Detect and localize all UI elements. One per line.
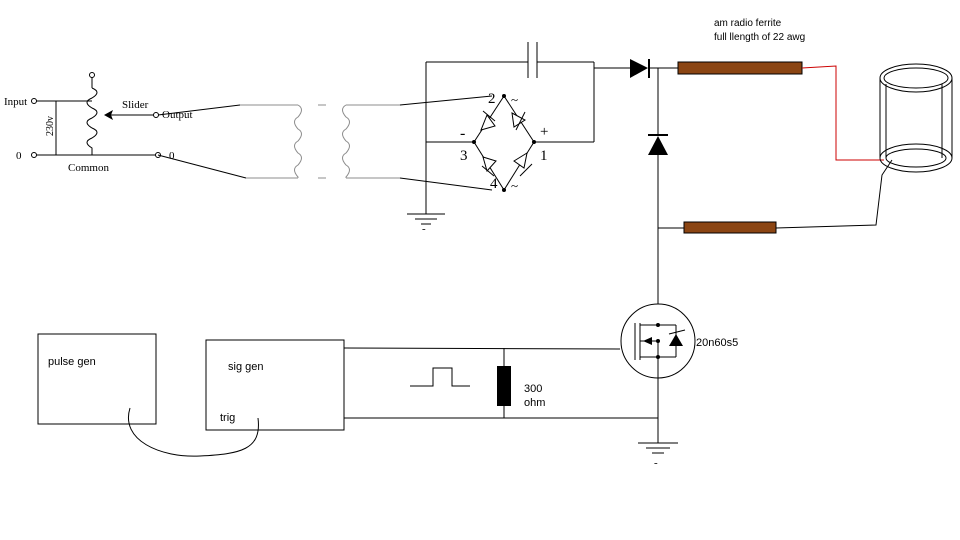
output-label: Output bbox=[162, 109, 193, 121]
ferrite-label-line2: full llength of 22 awg bbox=[714, 32, 805, 43]
output-terminal bbox=[153, 112, 159, 118]
trig-label: trig bbox=[220, 412, 235, 424]
ferrite-rod-top bbox=[677, 61, 803, 75]
primary-winding bbox=[294, 104, 302, 178]
signal-generator: sig gen trig bbox=[205, 339, 345, 431]
dc-wiring: - bbox=[407, 42, 684, 323]
trigger-cable bbox=[127, 407, 259, 457]
voltage-label: 230v bbox=[45, 116, 56, 136]
secondary-winding bbox=[342, 104, 350, 178]
plus-mark: + bbox=[540, 124, 548, 140]
gate-resistor bbox=[497, 366, 511, 406]
ferrite-rod-bottom bbox=[683, 221, 777, 234]
zero-label: 0 bbox=[16, 150, 22, 162]
freewheel-diode bbox=[648, 134, 668, 155]
pin-1-label: 1 bbox=[540, 148, 548, 164]
resistor-value-line2: ohm bbox=[524, 397, 545, 409]
pin-4-label: 4 bbox=[490, 176, 498, 192]
sig-gen-label: sig gen bbox=[228, 361, 263, 373]
mosfet-part-label: 20n60s5 bbox=[696, 337, 738, 349]
ac-bottom-mark: ~ bbox=[511, 178, 518, 193]
bridge-ground-mark: - bbox=[422, 223, 426, 235]
input-terminal bbox=[31, 98, 37, 104]
ferrite-label-line1: am radio ferrite bbox=[714, 18, 782, 29]
variac: Input 0 230v Common Slider Output 0 bbox=[4, 72, 193, 174]
gate-drive: 300 ohm bbox=[343, 347, 658, 419]
isolation-transformer bbox=[157, 95, 493, 191]
zero-terminal bbox=[31, 152, 37, 158]
series-diode bbox=[630, 59, 650, 78]
pin-2-label: 2 bbox=[488, 91, 496, 107]
bridge-diode-2 bbox=[511, 111, 526, 131]
mosfet: 20n60s5 - bbox=[620, 303, 738, 469]
slider-label: Slider bbox=[122, 99, 149, 111]
output-zero-label: 0 bbox=[169, 150, 175, 162]
ferrite-wire-red bbox=[801, 65, 884, 161]
minus-mark: - bbox=[460, 125, 465, 142]
ac-top-mark: ~ bbox=[511, 92, 518, 107]
pin-3-label: 3 bbox=[460, 148, 468, 164]
bridge-diode-1 bbox=[480, 110, 496, 131]
common-label: Common bbox=[68, 162, 109, 174]
resistor-value-line1: 300 bbox=[524, 383, 542, 395]
bridge-diode-4 bbox=[513, 151, 533, 177]
bridge-rectifier: 2 ~ - 3 + 1 4 ~ bbox=[460, 91, 548, 193]
mosfet-ground-mark: - bbox=[654, 457, 658, 469]
pulse-waveform-icon bbox=[410, 367, 470, 387]
variac-coil bbox=[86, 87, 98, 155]
bridge-diode-3 bbox=[481, 156, 497, 177]
pulse-generator: pulse gen bbox=[37, 333, 157, 425]
ferrite-section: am radio ferrite full llength of 22 awg bbox=[677, 18, 953, 234]
input-label: Input bbox=[4, 96, 27, 108]
pulse-gen-label: pulse gen bbox=[48, 356, 96, 368]
cylinder-coil bbox=[879, 63, 953, 173]
